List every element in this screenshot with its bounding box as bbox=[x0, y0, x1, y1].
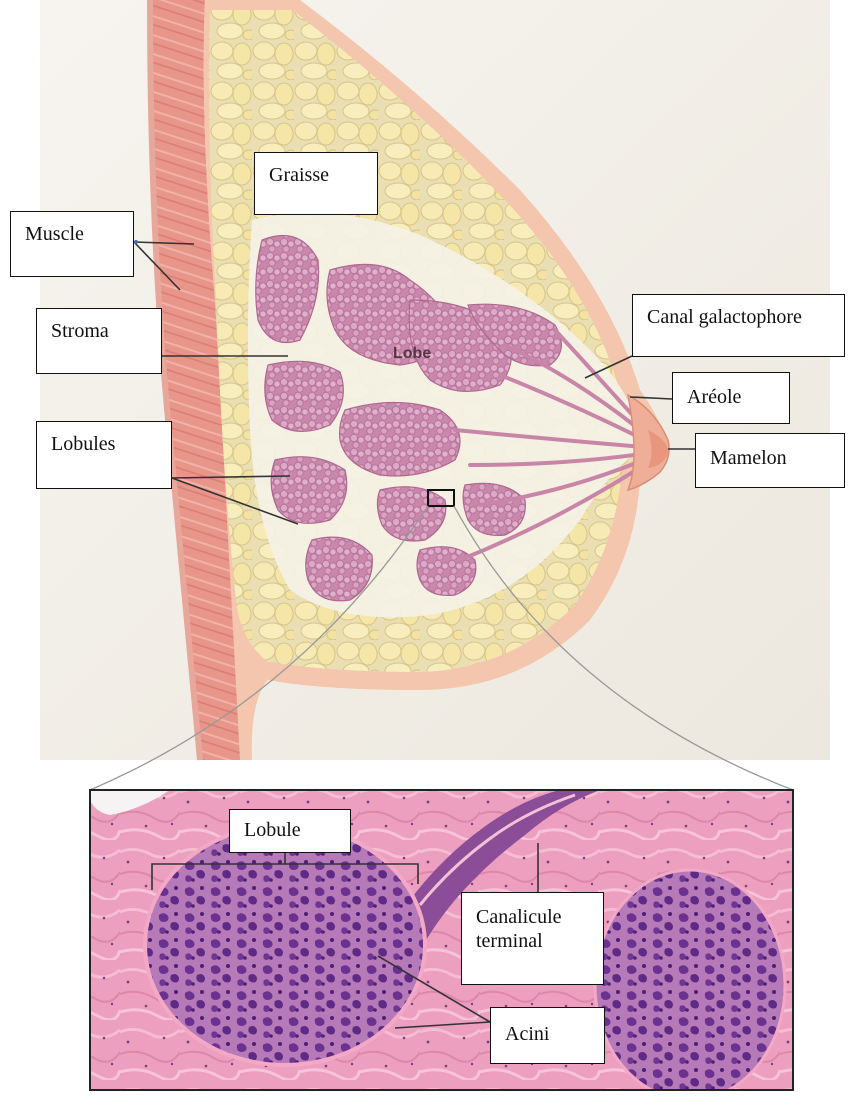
label-lobule: Lobule bbox=[229, 809, 351, 853]
label-acini: Acini bbox=[490, 1007, 605, 1064]
histology-panel bbox=[90, 790, 793, 1100]
label-muscle: Muscle bbox=[10, 211, 134, 277]
label-graisse: Graisse bbox=[254, 152, 378, 215]
label-canal-galactophore: Canal galactophore bbox=[632, 294, 845, 357]
label-mamelon: Mamelon bbox=[695, 433, 845, 488]
label-stroma: Stroma bbox=[36, 308, 162, 374]
label-areole: Aréole bbox=[672, 372, 790, 424]
muscle-leader-dot bbox=[134, 240, 138, 244]
label-lobe: Lobe bbox=[393, 345, 431, 363]
label-lobules: Lobules bbox=[36, 421, 172, 489]
histology-lobule-right bbox=[595, 870, 785, 1100]
label-canalicule-terminal: Canalicule terminal bbox=[461, 892, 604, 985]
